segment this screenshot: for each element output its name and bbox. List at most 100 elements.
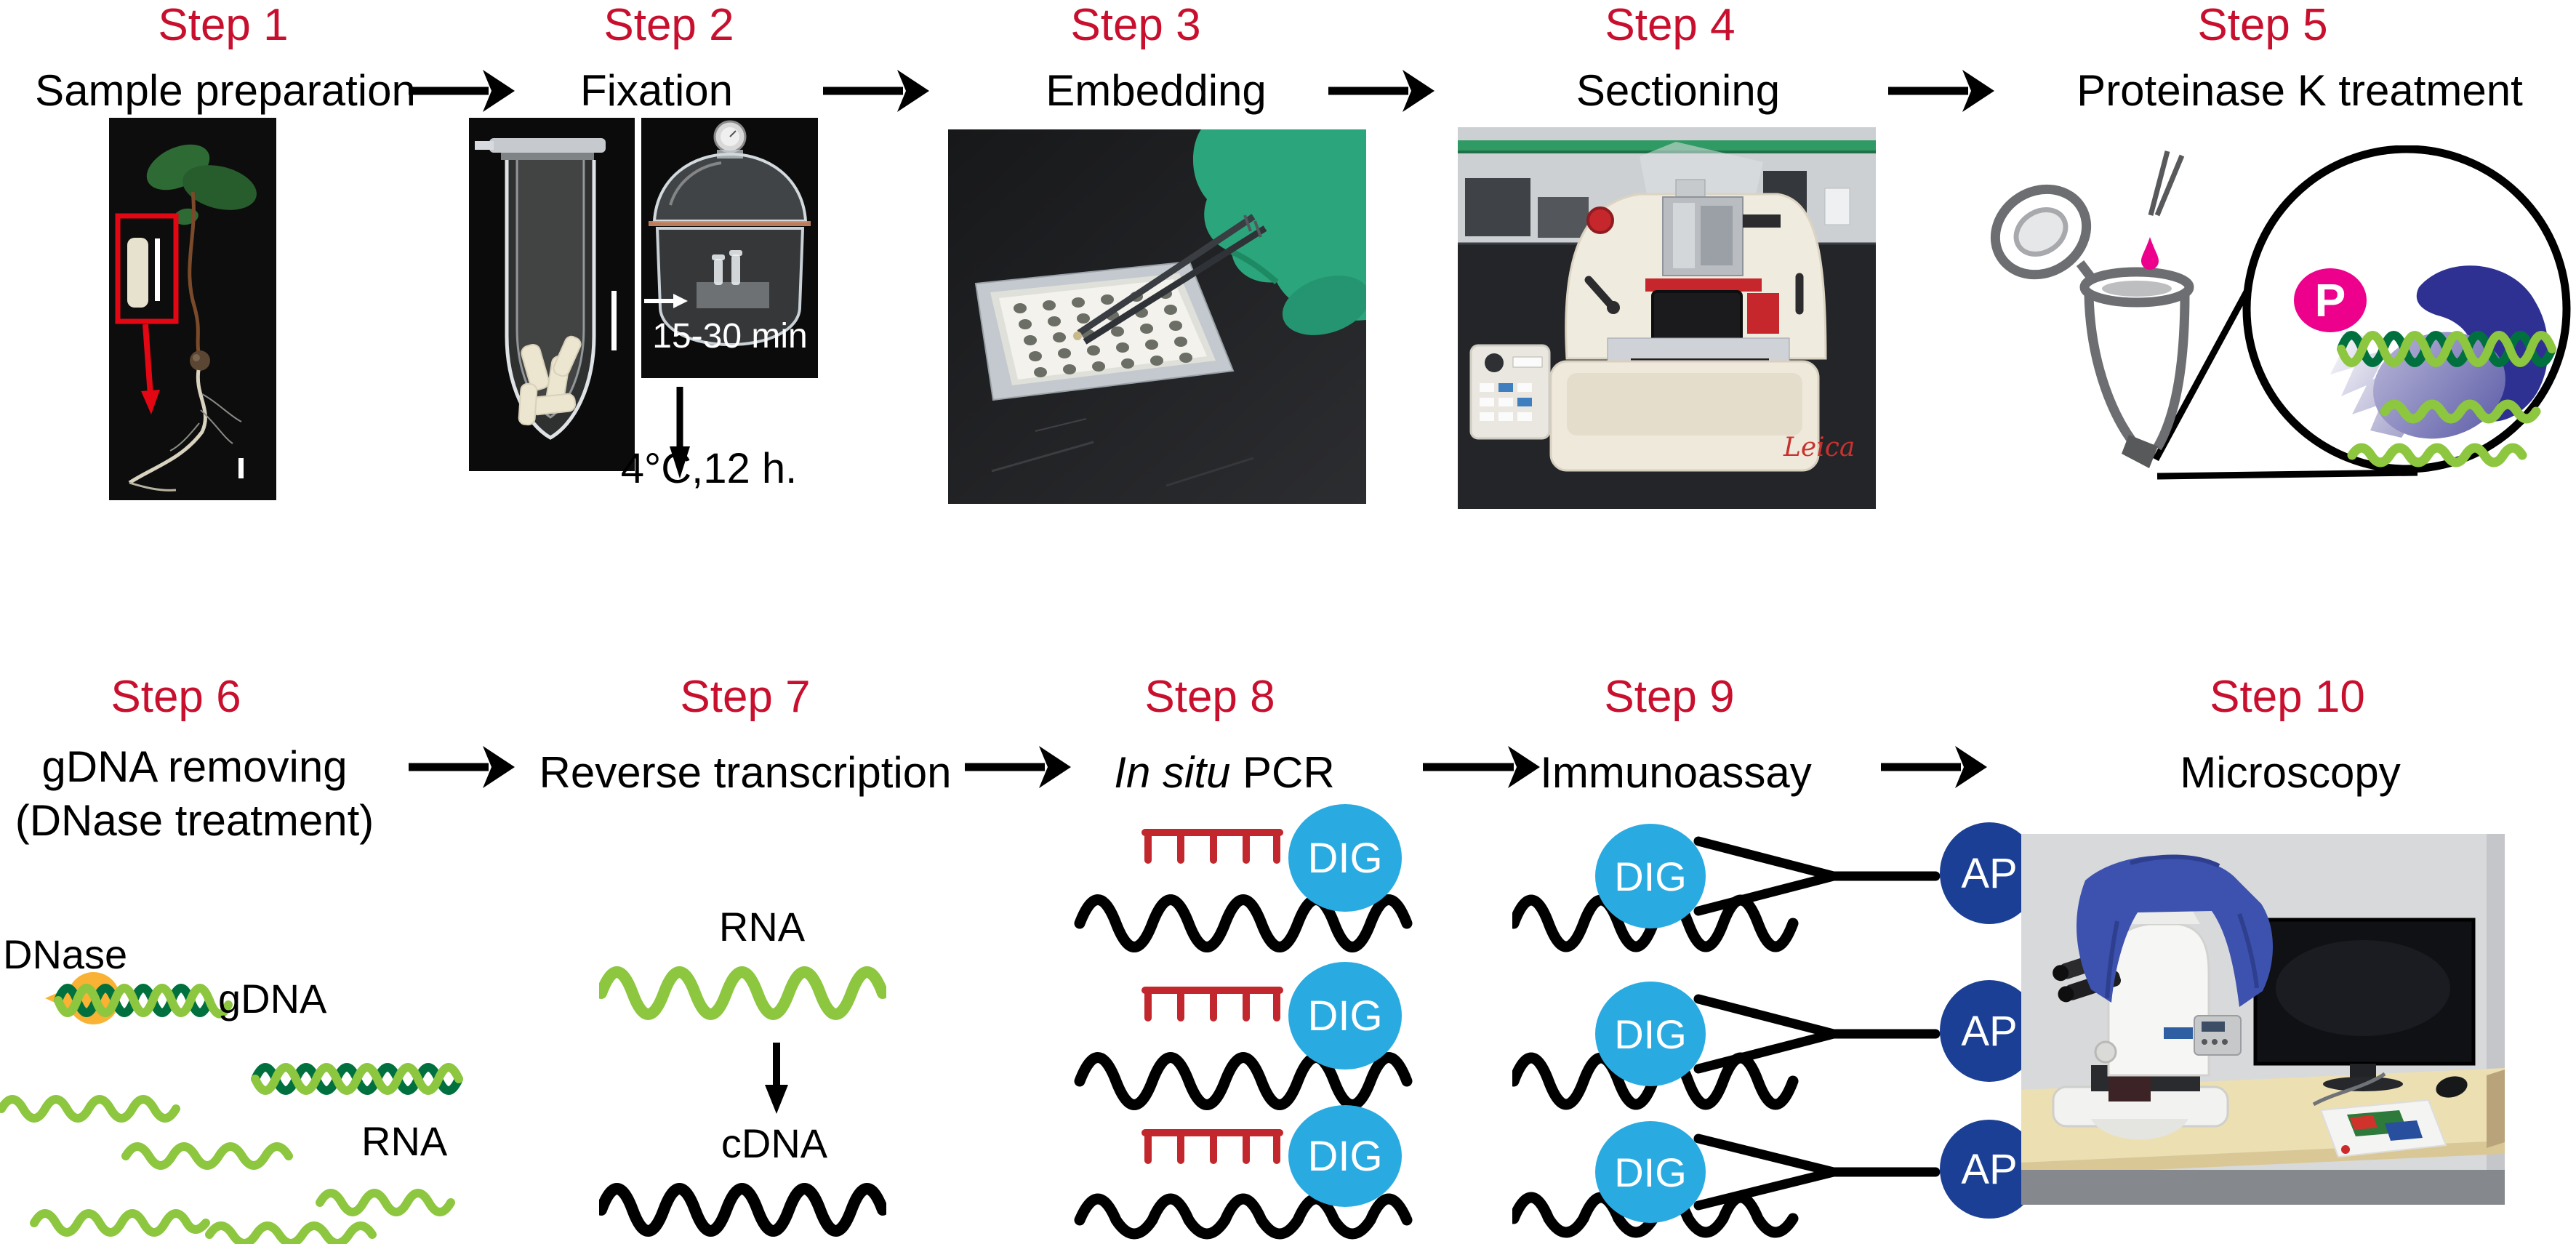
- rna-label: RNA: [361, 1118, 448, 1164]
- gdna-helix-icon: [251, 1063, 463, 1095]
- step-2-title: Fixation: [579, 66, 734, 115]
- dig-label: DIG: [1307, 992, 1382, 1040]
- antibody-detection-set: DIG AP: [1512, 980, 2039, 1110]
- scale-bar: [238, 458, 244, 478]
- step-8-label: Step 8: [1144, 672, 1275, 722]
- rna-label: RNA: [718, 904, 806, 950]
- mouse: [2436, 1076, 2468, 1098]
- step-10-photo-microscope: [2021, 834, 2505, 1205]
- arrow-right-icon: [1881, 746, 1987, 788]
- dig-badge: [1288, 1105, 1402, 1207]
- arrow-right-icon: [823, 70, 929, 112]
- gdna-helix-icon: [54, 984, 233, 1019]
- arrow-right-icon: [1888, 70, 1994, 112]
- vacuum-time-label: 15-30 min: [652, 317, 807, 356]
- antibody-detection-set: DIG AP: [1512, 822, 2039, 952]
- dig-badge: [1595, 1121, 1706, 1223]
- step-1-title: Sample preparation: [35, 66, 416, 115]
- dnase-gdna-icon: [45, 972, 233, 1024]
- step-7-label: Step 7: [680, 672, 811, 722]
- dna-helix-icon: [2337, 331, 2556, 367]
- rna-wave-icon: [599, 966, 886, 1020]
- step-2-label: Step 2: [603, 0, 734, 50]
- ap-label: AP: [1961, 850, 2017, 897]
- microcentrifuge-tube-icon: [1990, 184, 2194, 468]
- step-9-label: Step 9: [1604, 672, 1735, 722]
- step-3-label: Step 3: [1070, 0, 1201, 50]
- sample-highlight-box: [115, 213, 179, 414]
- step-4-title: Sectioning: [1576, 66, 1781, 115]
- tweezers-icon: [1073, 214, 1267, 345]
- primer-comb-icon: [1141, 987, 1283, 1022]
- pipette-tip-icon: [2148, 151, 2185, 217]
- dig-label: DIG: [1614, 854, 1687, 899]
- seedling-illustration: [128, 144, 257, 491]
- dig-label: DIG: [1614, 1149, 1687, 1195]
- step-2-photo-tube: [469, 118, 635, 471]
- step-5-title: Proteinase K treatment: [2077, 66, 2523, 115]
- cardboard-box: [2487, 1070, 2505, 1148]
- desiccator-dome: [652, 152, 808, 222]
- step-3-title: Embedding: [1046, 66, 1267, 115]
- cdna-wave-icon: [1074, 1193, 1413, 1240]
- printed-sheet: [2319, 1099, 2447, 1158]
- step-1-label: Step 1: [158, 0, 289, 50]
- cdna-label: cDNA: [721, 1120, 828, 1166]
- scale-bar: [611, 291, 617, 350]
- cdna-wave-icon: [1074, 894, 1413, 952]
- emergency-knob: [1586, 206, 1614, 234]
- antibody-y-icon: [1693, 1133, 1941, 1211]
- microtome-machine: Leica: [1549, 142, 1855, 472]
- cdna-wave-icon: [599, 1183, 886, 1237]
- dig-badge: [1288, 804, 1402, 912]
- step-3-photo-embedding: [948, 129, 1366, 504]
- step-5-label: Step 5: [2197, 0, 2328, 50]
- rna-wave-icon: [2347, 399, 2541, 467]
- dig-label: DIG: [1614, 1011, 1687, 1057]
- dig-label: DIG: [1307, 1133, 1382, 1180]
- antibody-y-icon: [1693, 994, 1941, 1074]
- cold-incubation-label: 4°C,12 h.: [620, 445, 798, 492]
- seal-ring: [649, 221, 811, 226]
- step-10-title: Microscopy: [2180, 748, 2401, 797]
- microscope: [2052, 879, 2242, 1140]
- scale-bar: [155, 238, 160, 301]
- dnase-label: DNase: [3, 931, 128, 977]
- arrow-down-icon: [670, 387, 690, 478]
- step-6-label: Step 6: [111, 672, 241, 722]
- arrow-down-icon: [765, 1043, 788, 1114]
- step-2-photo-desiccator: 15-30 min: [641, 118, 818, 378]
- arrow-right-icon: [409, 746, 515, 788]
- dig-badge: [1595, 824, 1706, 928]
- step-10-label: Step 10: [2210, 672, 2365, 722]
- cover-folds: [2105, 854, 2259, 999]
- fixed-samples: [518, 335, 582, 426]
- ap-badge: [1940, 980, 2039, 1082]
- ap-label: AP: [1961, 1146, 2017, 1193]
- proteinase-p-label: P: [2315, 274, 2346, 326]
- ap-label: AP: [1961, 1008, 2017, 1055]
- labeled-probe-set: DIG: [1074, 962, 1413, 1110]
- vacuum-gauge-icon: [713, 120, 747, 153]
- gdna-label: gDNA: [218, 976, 327, 1022]
- arrow-right-icon: [965, 746, 1071, 788]
- control-pad: [1469, 344, 1551, 440]
- arrow-right-icon: [1328, 70, 1435, 112]
- ap-badge: [1940, 1120, 2039, 1219]
- desiccator-base: [655, 227, 805, 347]
- labeled-probe-set: DIG: [1074, 1105, 1413, 1240]
- blue-dust-cover: [2077, 855, 2273, 1007]
- step-9-title: Immunoassay: [1540, 748, 1812, 797]
- step-6-title-line2: (DNase treatment): [15, 796, 374, 845]
- step-8-title: In situ PCR: [1083, 749, 1366, 797]
- leica-logo: Leica: [1783, 433, 1855, 462]
- cdna-wave-icon: [1074, 1052, 1413, 1110]
- rna-wave-icon: [0, 1095, 455, 1244]
- sample-tubes: [712, 250, 742, 285]
- step-4-label: Step 4: [1605, 0, 1736, 50]
- step-8-title-rest: PCR: [1243, 748, 1335, 797]
- zeiss-badge: [2164, 1027, 2193, 1039]
- antibody-y-icon: [1693, 836, 1941, 916]
- labeled-probe-set: DIG: [1074, 804, 1413, 952]
